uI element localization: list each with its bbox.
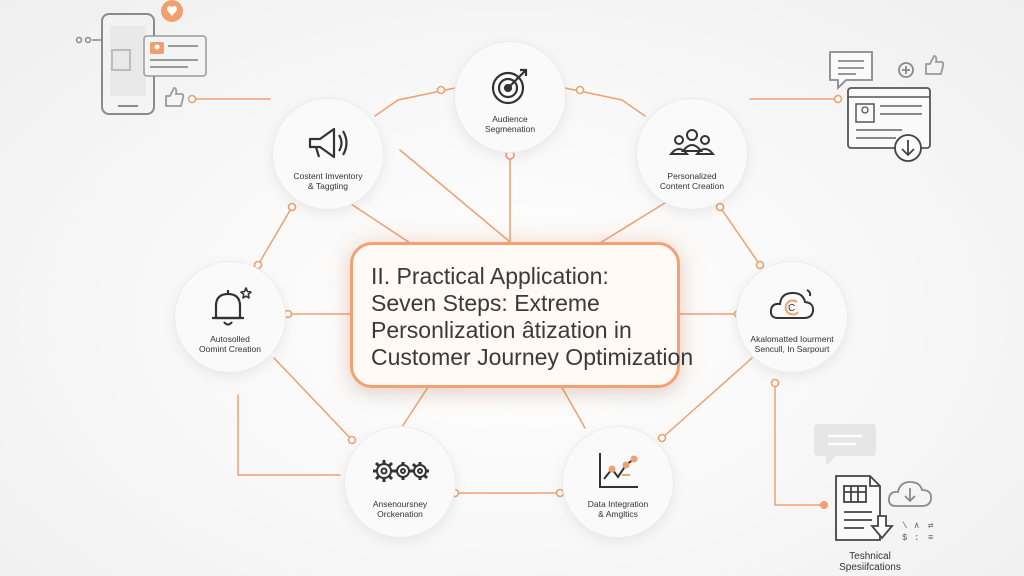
center-title-line-1: II. Practical Application: — [371, 263, 609, 289]
cloud-sync-icon: C — [769, 289, 815, 319]
node-label-line-2: Orckenation — [377, 509, 423, 519]
node-label: Akalomatted Iourment Sencull, In Sarpour… — [743, 334, 841, 354]
bell-icon — [212, 287, 252, 326]
connector-link — [399, 149, 511, 243]
spreadsheet-document-icon — [835, 475, 881, 541]
node-automated-content[interactable]: Autosolled Oomint Creation — [175, 262, 285, 372]
node-journey-orchestration[interactable]: Ansenoursney Orckenation — [345, 427, 455, 537]
node-label-line-1: Autosolled — [210, 334, 250, 344]
download-circle-icon — [894, 134, 922, 162]
node-data-integration[interactable]: Data Integration & Amgltics — [563, 427, 673, 537]
node-label-line-2: Content Creation — [659, 181, 725, 191]
ellipsis-icon — [75, 36, 102, 44]
chat-bubble-icon — [814, 424, 876, 466]
svg-text:C: C — [788, 303, 795, 314]
center-title-box: II. Practical Application: Seven Steps: … — [350, 242, 694, 388]
cloud-download-icon — [887, 481, 932, 507]
node-label: Personalized Content Creation — [643, 171, 741, 191]
download-arrow-icon — [870, 515, 894, 540]
node-content-inventory[interactable]: Costent Imventory & Taggting — [273, 99, 383, 209]
center-title-line-4: Customer Journey Optimization — [371, 344, 694, 370]
node-label: Costent Imventory & Taggting — [279, 171, 377, 191]
megaphone-icon — [308, 127, 348, 159]
center-title-line-2: Seven Steps: Extreme — [371, 290, 600, 316]
node-label-line-1: Data Integration — [587, 499, 649, 509]
svg-text::: : — [914, 533, 919, 543]
node-label-line-2: Segmenation — [484, 124, 536, 134]
node-audience-segmentation[interactable]: Audience Segmenation — [455, 42, 565, 152]
profile-card-icon — [143, 35, 207, 77]
node-label: Autosolled Oomint Creation — [181, 334, 279, 354]
technical-label-line-1: Teshnical — [849, 551, 891, 562]
svg-text:\: \ — [902, 521, 907, 531]
node-label-line-1: Ansenoursney — [372, 499, 428, 509]
node-label-line-2: Oomint Creation — [199, 344, 261, 354]
browser-illustration — [829, 51, 945, 162]
analytics-chart-icon — [599, 453, 638, 488]
technical-label-line-2: Spesiifcations — [839, 562, 901, 573]
code-symbols-icon: \ ∧ ⇄ $: ≡ — [902, 521, 934, 543]
technical-specifications-label: Teshnical Spesiifcations — [815, 551, 925, 573]
node-label: Audience Segmenation — [461, 114, 559, 134]
phone-illustration — [75, 0, 207, 115]
node-label-line-2: & Amgltics — [598, 509, 638, 519]
node-label-line-2: Sencull, In Sarpourt — [754, 344, 830, 354]
technical-specifications-illustration: \ ∧ ⇄ $: ≡ — [814, 424, 934, 543]
svg-text:∧: ∧ — [914, 521, 919, 531]
node-label-line-1: Personalized — [667, 171, 717, 181]
thumbs-up-icon — [165, 87, 185, 107]
svg-text:$: $ — [902, 533, 908, 543]
node-label: Ansenoursney Orckenation — [351, 499, 449, 519]
node-automated-journey[interactable]: C Akalomatted Iourment Sencull, In Sarpo… — [737, 262, 847, 372]
thumbs-up-icon — [925, 55, 945, 75]
target-icon — [491, 68, 528, 105]
chat-bubble-icon — [829, 51, 873, 91]
heart-badge-icon — [161, 0, 183, 22]
node-label-line-1: Akalomatted Iourment — [750, 334, 834, 344]
svg-text:⇄: ⇄ — [928, 521, 934, 531]
center-title-line-3: Personlization âtization in — [371, 317, 632, 343]
center-title: II. Practical Application: Seven Steps: … — [371, 263, 694, 371]
people-group-icon — [668, 129, 716, 155]
gears-icon — [373, 460, 429, 482]
node-label-line-2: & Taggting — [307, 181, 348, 191]
svg-text:≡: ≡ — [928, 533, 933, 543]
add-circle-icon — [898, 62, 914, 78]
node-personalized-content[interactable]: Personalized Content Creation — [637, 99, 747, 209]
node-label-line-1: Costent Imventory — [293, 171, 363, 181]
browser-window-icon — [847, 87, 931, 149]
node-label-line-1: Audience — [492, 114, 528, 124]
node-label: Data Integration & Amgltics — [569, 499, 667, 519]
